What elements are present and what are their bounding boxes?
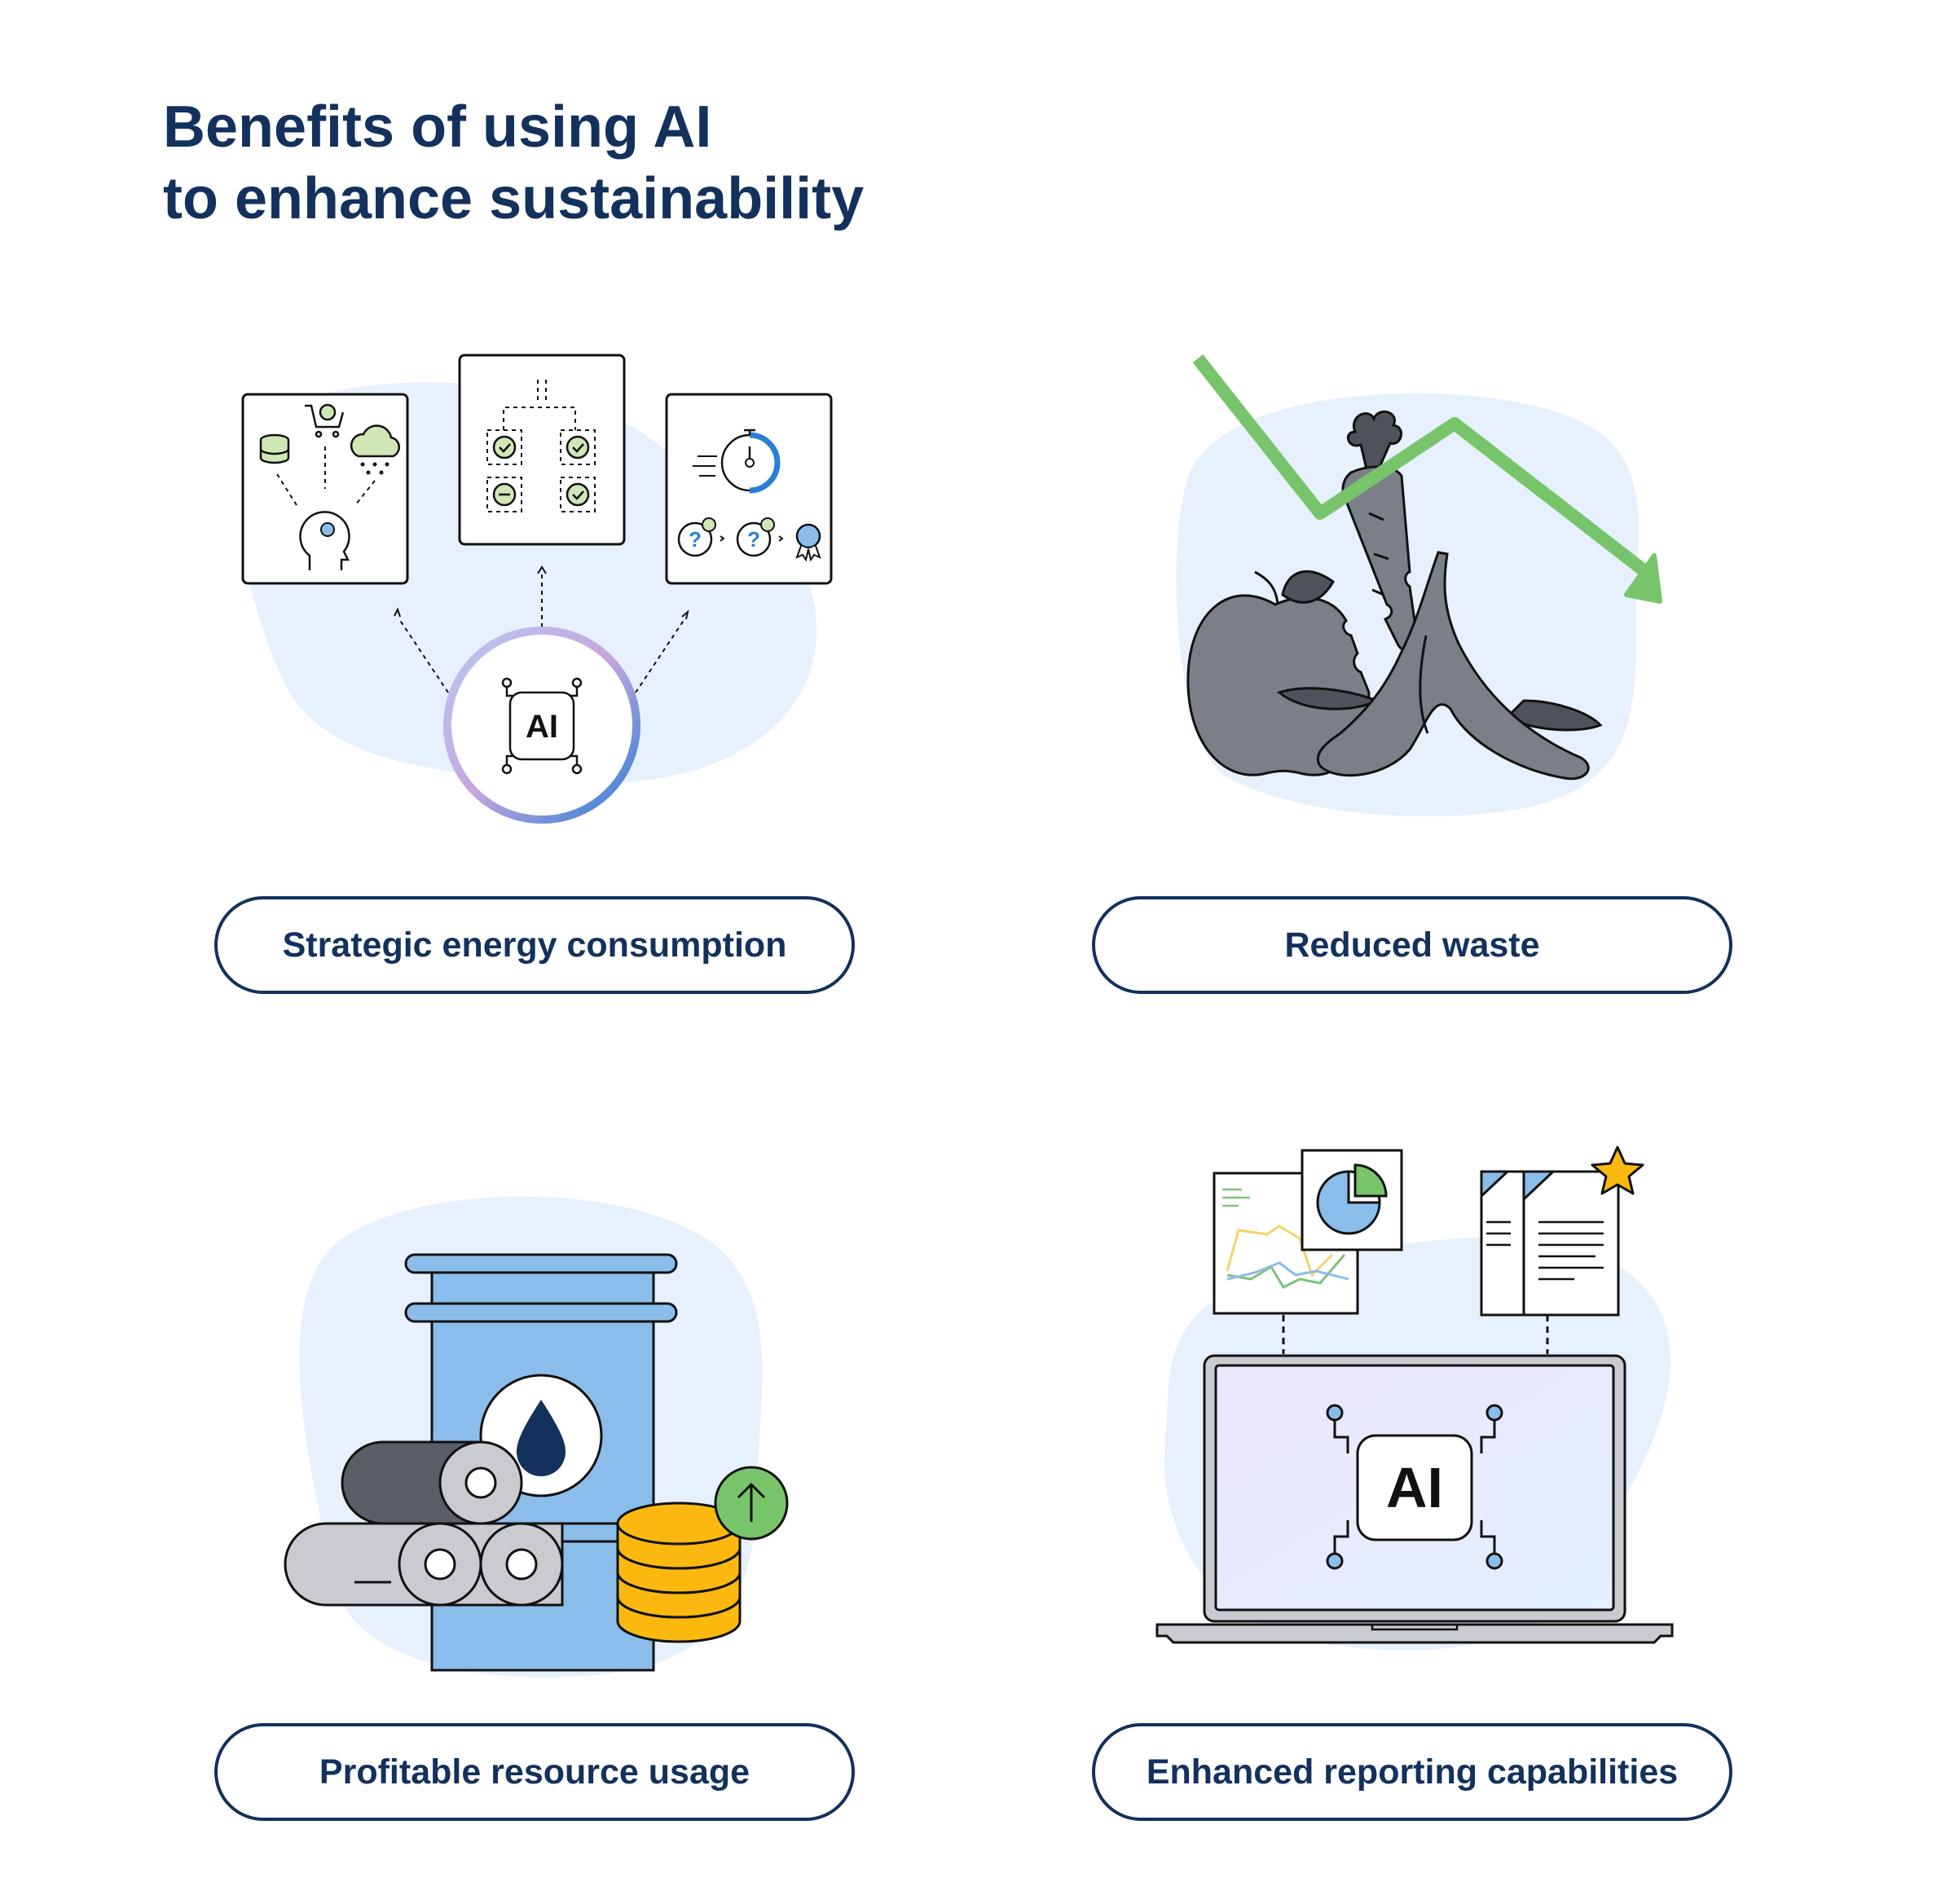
ai-laptop-reports-icon: AI (1155, 1145, 1674, 1651)
coin-stack-icon (616, 1502, 742, 1643)
benefit-label-text: Strategic energy consumption (282, 925, 787, 965)
ai-chip-icon (501, 677, 583, 775)
downward-trend-arrow-icon (1192, 354, 1662, 604)
question-icon: ? (736, 517, 775, 557)
database-icon (259, 433, 290, 464)
benefit-label-strategic-energy: Strategic energy consumption (214, 896, 855, 994)
up-arrow-icon (714, 1466, 789, 1541)
oil-drop-icon (517, 1400, 566, 1476)
head-gear-icon (299, 511, 350, 570)
rain-cloud-icon (350, 424, 400, 475)
documents-icon (1480, 1170, 1620, 1317)
svg-text:?: ? (747, 527, 760, 552)
question-icon: ? (677, 517, 716, 557)
benefit-label-text: Reduced waste (1284, 925, 1540, 965)
title-line-2: to enhance sustainability (163, 166, 865, 231)
check-icon (492, 435, 517, 460)
apple-icon (1186, 569, 1371, 776)
resources-coins-icon (284, 1196, 789, 1678)
logs-icon (284, 1440, 564, 1607)
ai-hub-icon: ? ? AI (241, 354, 833, 824)
benefit-label-enhanced-reporting: Enhanced reporting capabilities (1092, 1723, 1732, 1821)
benefit-label-profitable-resource: Profitable resource usage (214, 1723, 855, 1821)
check-icon (566, 435, 590, 460)
benefit-label-text: Enhanced reporting capabilities (1146, 1752, 1679, 1792)
shopping-cart-icon (305, 403, 345, 438)
benefit-label-reduced-waste: Reduced waste (1092, 896, 1732, 994)
page-title: Benefits of using AI to enhance sustaina… (163, 91, 864, 235)
star-icon (1591, 1145, 1644, 1195)
stopwatch-icon (693, 429, 781, 494)
svg-text:?: ? (689, 527, 702, 552)
laptop-ai-label: AI (1386, 1456, 1443, 1519)
ai-chip-label: AI (526, 709, 558, 745)
minus-icon (492, 482, 517, 507)
food-waste-trend-icon (1176, 354, 1662, 817)
benefit-label-text: Profitable resource usage (319, 1752, 750, 1792)
ai-chip-icon (1326, 1404, 1503, 1570)
check-icon (566, 482, 590, 507)
banana-peel-icon (1276, 551, 1603, 781)
pie-chart-card-icon (1301, 1149, 1403, 1251)
title-line-1: Benefits of using AI (163, 95, 712, 160)
award-badge-icon (795, 523, 821, 562)
